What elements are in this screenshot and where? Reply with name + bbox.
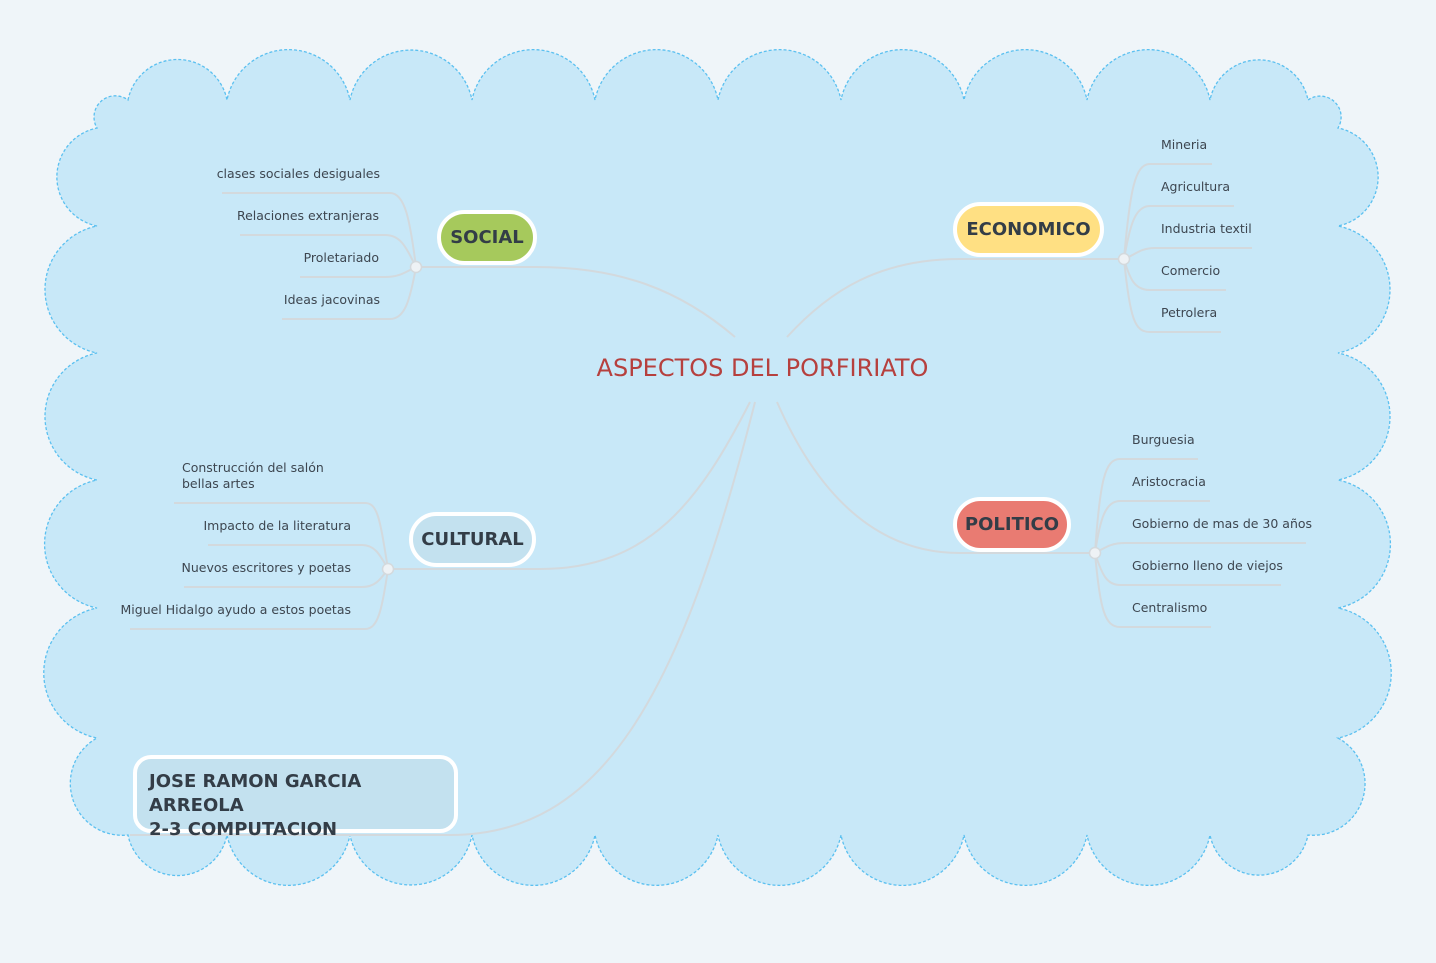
- topic-label: ECONOMICO: [966, 219, 1091, 240]
- topic-social[interactable]: SOCIAL: [437, 210, 537, 265]
- topic-politico[interactable]: POLITICO: [953, 497, 1071, 552]
- social-item[interactable]: Proletariado: [303, 250, 379, 265]
- cultural-item[interactable]: Miguel Hidalgo ayudo a estos poetas: [120, 602, 352, 617]
- economico-item[interactable]: Petrolera: [1161, 305, 1218, 320]
- topic-label: POLITICO: [964, 514, 1060, 535]
- economico-item[interactable]: Mineria: [1161, 137, 1208, 152]
- cultural-item[interactable]: Nuevos escritores y poetas: [181, 560, 352, 575]
- social-junction[interactable]: [409, 260, 423, 274]
- author-name: JOSE RAMON GARCIA ARREOLA: [149, 771, 362, 816]
- topic-cultural[interactable]: CULTURAL: [409, 512, 536, 567]
- economico-item[interactable]: Comercio: [1161, 263, 1221, 278]
- topic-label: CULTURAL: [421, 529, 524, 550]
- author-node[interactable]: JOSE RAMON GARCIA ARREOLA 2-3 COMPUTACIO…: [133, 755, 458, 840]
- politico-item[interactable]: Centralismo: [1132, 600, 1208, 615]
- politico-junction[interactable]: [1088, 546, 1102, 560]
- economico-item[interactable]: Agricultura: [1161, 179, 1230, 194]
- social-item[interactable]: Ideas jacovinas: [283, 292, 380, 307]
- politico-item[interactable]: Aristocracia: [1132, 474, 1206, 489]
- politico-item[interactable]: Gobierno lleno de viejos: [1132, 558, 1283, 573]
- social-item[interactable]: Relaciones extranjeras: [236, 208, 379, 223]
- central-topic[interactable]: ASPECTOS DEL PORFIRIATO: [596, 354, 929, 382]
- economico-item[interactable]: Industria textil: [1161, 221, 1252, 236]
- economico-junction[interactable]: [1117, 252, 1131, 266]
- cultural-junction[interactable]: [381, 562, 395, 576]
- politico-item[interactable]: Gobierno de mas de 30 años: [1132, 516, 1313, 531]
- topic-label: SOCIAL: [450, 227, 524, 248]
- cultural-item[interactable]: Impacto de la literatura: [203, 518, 351, 533]
- politico-item[interactable]: Burguesia: [1132, 432, 1195, 447]
- author-group: 2-3 COMPUTACION: [149, 819, 338, 840]
- topic-economico[interactable]: ECONOMICO: [953, 202, 1104, 257]
- cultural-item[interactable]: Construcción del salón bellas artes: [182, 460, 324, 491]
- social-item[interactable]: clases sociales desiguales: [216, 166, 380, 181]
